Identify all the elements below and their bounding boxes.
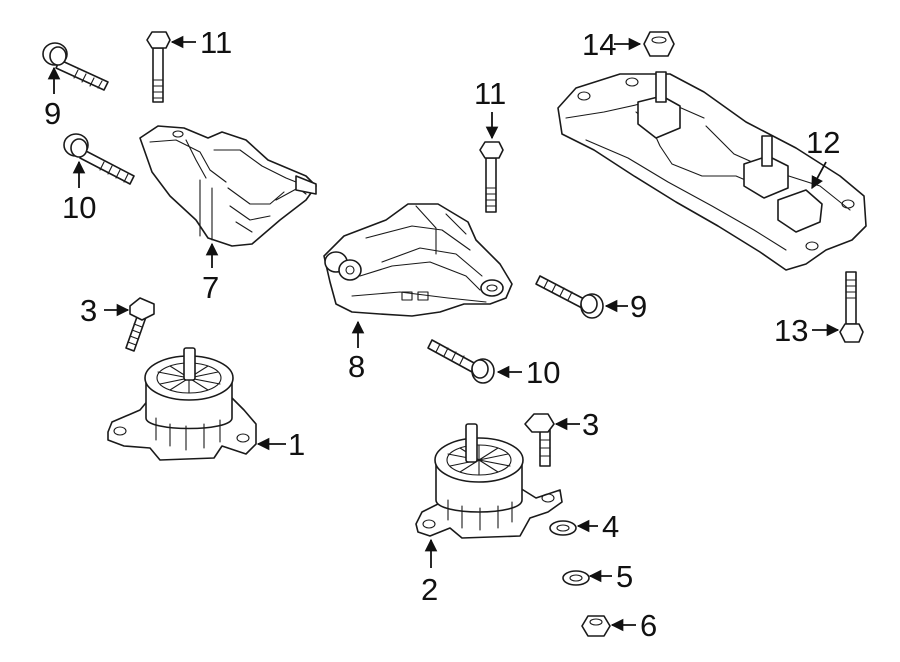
callout-14: 14 <box>582 27 616 62</box>
washer-5 <box>562 570 590 586</box>
callout-9b: 9 <box>630 289 647 324</box>
callout-6: 6 <box>640 608 657 643</box>
callout-11b: 11 <box>474 76 506 111</box>
nut-14 <box>643 31 675 57</box>
bolt-13 <box>839 271 864 343</box>
callout-9a: 9 <box>44 96 61 131</box>
callout-labels: 1 2 3 3 4 5 6 7 8 9 9 10 10 11 11 12 13 … <box>44 25 840 643</box>
leader-12 <box>811 161 827 190</box>
callout-11a: 11 <box>200 25 232 60</box>
callout-2: 2 <box>421 572 438 607</box>
bolt-10-middle <box>427 339 495 384</box>
bolt-11-middle <box>479 141 504 213</box>
bolt-3-left <box>125 297 155 352</box>
engine-mount-left <box>107 347 257 461</box>
bracket-8 <box>323 203 513 317</box>
callout-13: 13 <box>774 313 808 348</box>
callout-12: 12 <box>806 125 840 160</box>
callout-4: 4 <box>602 509 619 544</box>
nut-6 <box>581 615 611 637</box>
engine-mount-right <box>415 423 563 539</box>
callout-1: 1 <box>288 427 305 462</box>
bolt-9-top-left <box>42 42 109 91</box>
callout-3b: 3 <box>582 407 599 442</box>
callout-10b: 10 <box>526 355 560 390</box>
bolt-9-right <box>535 275 604 319</box>
crossmember-12 <box>557 71 867 271</box>
callout-3a: 3 <box>80 293 97 328</box>
bracket-7 <box>139 125 317 247</box>
callout-5: 5 <box>616 559 633 594</box>
callout-8: 8 <box>348 349 365 384</box>
callout-7: 7 <box>202 270 219 305</box>
washer-4 <box>549 520 577 536</box>
bolt-10-left <box>63 133 135 185</box>
callout-leaders <box>47 35 840 632</box>
bolt-3-right <box>524 413 555 467</box>
callout-10a: 10 <box>62 190 96 225</box>
bolt-11-top <box>146 31 171 103</box>
